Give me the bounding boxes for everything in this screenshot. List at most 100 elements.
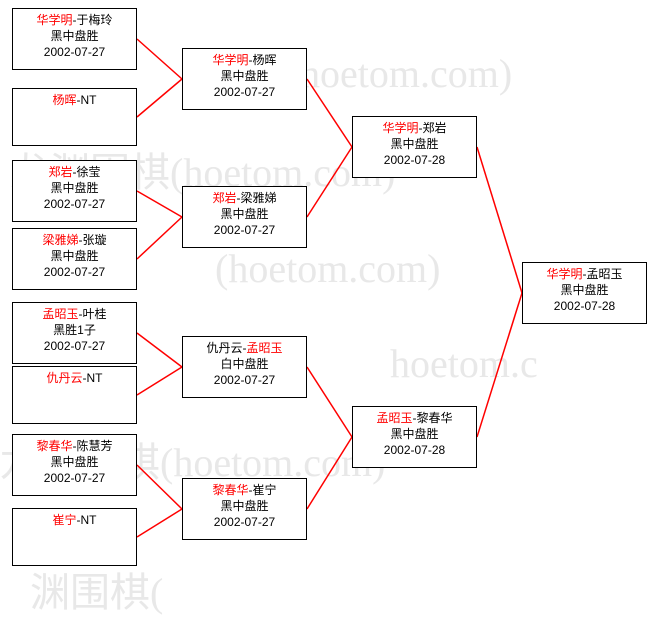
player-loser: NT <box>80 513 97 527</box>
match-date: 2002-07-27 <box>43 471 106 485</box>
match-result: 黑中盘胜 <box>50 181 99 195</box>
player-separator: - <box>82 371 87 385</box>
match-node[interactable]: 仇丹云-NT <box>12 366 137 424</box>
match-players: 华学明-孟昭玉 <box>523 266 646 282</box>
player-separator: - <box>248 483 253 497</box>
match-result: 黑中盘胜 <box>50 29 99 43</box>
player-winner: 黎春华 <box>212 483 249 497</box>
player-separator: - <box>76 513 81 527</box>
player-separator: - <box>236 191 241 205</box>
match-players: 孟昭玉-黎春华 <box>353 410 476 426</box>
match-players: 仇丹云-孟昭玉 <box>183 340 306 356</box>
player-loser: 郑岩 <box>422 121 447 135</box>
match-players: 郑岩-梁雅娣 <box>183 190 306 206</box>
player-separator: - <box>78 233 83 247</box>
match-players: 仇丹云-NT <box>13 370 136 386</box>
match-result: 黑中盘胜 <box>560 283 609 297</box>
player-loser: 杨晖 <box>252 53 277 67</box>
match-players: 郑岩-徐莹 <box>13 164 136 180</box>
player-winner: 崔宁 <box>52 513 77 527</box>
player-separator: - <box>72 165 77 179</box>
match-players: 华学明-杨晖 <box>183 52 306 68</box>
match-date: 2002-07-27 <box>213 515 276 529</box>
player-loser: 崔宁 <box>252 483 277 497</box>
player-loser: 于梅玲 <box>76 13 113 27</box>
player-separator: - <box>248 53 253 67</box>
match-players: 华学明-郑岩 <box>353 120 476 136</box>
player-winner: 梁雅娣 <box>42 233 79 247</box>
player-loser: 孟昭玉 <box>586 267 623 281</box>
match-result: 黑中盘胜 <box>220 499 269 513</box>
bracket-diagram: hoetom.com)龙渊围棋(hoetom.com)(hoetom.com)h… <box>0 8 647 615</box>
player-winner: 华学明 <box>546 267 583 281</box>
player-separator: - <box>72 13 77 27</box>
match-result: 黑中盘胜 <box>220 207 269 221</box>
watermark-text: hoetom.c <box>390 341 538 386</box>
match-date: 2002-07-27 <box>43 197 106 211</box>
match-date: 2002-07-28 <box>553 299 616 313</box>
match-date: 2002-07-27 <box>43 45 106 59</box>
player-winner: 郑岩 <box>212 191 237 205</box>
match-date: 2002-07-27 <box>213 373 276 387</box>
match-players: 崔宁-NT <box>13 512 136 528</box>
match-date: 2002-07-27 <box>213 223 276 237</box>
player-loser: 仇丹云 <box>206 341 243 355</box>
watermark-text: (hoetom.com) <box>215 246 441 291</box>
match-date: 2002-07-28 <box>383 443 446 457</box>
player-loser: NT <box>80 93 97 107</box>
player-separator: - <box>412 411 417 425</box>
match-result: 黑胜1子 <box>53 323 96 337</box>
match-date: 2002-07-28 <box>383 153 446 167</box>
player-separator: - <box>78 307 83 321</box>
player-winner: 孟昭玉 <box>376 411 413 425</box>
match-date: 2002-07-27 <box>213 85 276 99</box>
player-separator: - <box>242 341 247 355</box>
match-players: 黎春华-崔宁 <box>183 482 306 498</box>
player-loser: 黎春华 <box>416 411 453 425</box>
match-node[interactable]: 杨晖-NT <box>12 88 137 146</box>
player-winner: 华学明 <box>382 121 419 135</box>
match-result: 黑中盘胜 <box>390 137 439 151</box>
match-players: 黎春华-陈慧芳 <box>13 438 136 454</box>
match-result: 白中盘胜 <box>220 357 269 371</box>
player-winner: 仇丹云 <box>46 371 83 385</box>
match-node[interactable]: 华学明-孟昭玉黑中盘胜 2002-07-28 <box>522 262 647 324</box>
player-winner: 孟昭玉 <box>246 341 283 355</box>
player-winner: 杨晖 <box>52 93 77 107</box>
match-date: 2002-07-27 <box>43 339 106 353</box>
player-separator: - <box>418 121 423 135</box>
player-loser: 徐莹 <box>76 165 101 179</box>
player-separator: - <box>72 439 77 453</box>
player-loser: NT <box>86 371 103 385</box>
match-players: 华学明-于梅玲 <box>13 12 136 28</box>
player-loser: 陈慧芳 <box>76 439 113 453</box>
player-winner: 孟昭玉 <box>42 307 79 321</box>
watermark-text: hoetom.com) <box>300 51 513 96</box>
match-date: 2002-07-27 <box>43 265 106 279</box>
player-separator: - <box>76 93 81 107</box>
player-winner: 华学明 <box>36 13 73 27</box>
match-players: 孟昭玉-叶桂 <box>13 306 136 322</box>
player-loser: 梁雅娣 <box>240 191 277 205</box>
player-winner: 黎春华 <box>36 439 73 453</box>
connector-lines <box>136 38 523 538</box>
match-node[interactable]: 崔宁-NT <box>12 508 137 566</box>
match-players: 杨晖-NT <box>13 92 136 108</box>
match-result: 黑中盘胜 <box>390 427 439 441</box>
player-loser: 张璇 <box>82 233 107 247</box>
player-winner: 华学明 <box>212 53 249 67</box>
match-players: 梁雅娣-张璇 <box>13 232 136 248</box>
player-loser: 叶桂 <box>82 307 107 321</box>
player-winner: 郑岩 <box>48 165 73 179</box>
